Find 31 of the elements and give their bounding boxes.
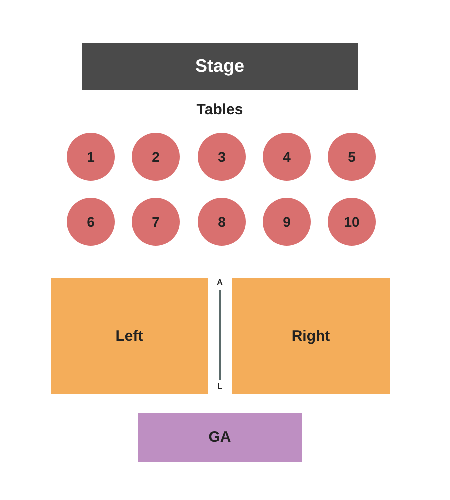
row-label: L	[218, 383, 222, 391]
section-label: 9	[283, 214, 291, 230]
table-circle	[198, 198, 246, 246]
row-label: A	[217, 279, 223, 287]
seating-section	[51, 278, 208, 394]
table-circle	[67, 133, 115, 181]
section-label: 2	[152, 149, 160, 165]
table-circle	[328, 198, 376, 246]
seating-section	[232, 278, 390, 394]
section-label: Left	[116, 328, 144, 344]
table-circle	[132, 133, 180, 181]
table-circle	[67, 198, 115, 246]
section-label: 6	[87, 214, 95, 230]
section-label: 4	[283, 149, 291, 165]
table-circle	[263, 133, 311, 181]
section-label: Stage	[195, 56, 245, 77]
section-label: Right	[292, 328, 330, 344]
table-circle	[198, 133, 246, 181]
section-label: 1	[87, 149, 95, 165]
heading-label: Tables	[196, 102, 244, 118]
section-label: 3	[218, 149, 226, 165]
section-label: 5	[348, 149, 356, 165]
stage-block	[82, 43, 358, 90]
table-circle	[132, 198, 180, 246]
table-circle	[263, 198, 311, 246]
section-label: 8	[218, 214, 226, 230]
section-label: 7	[152, 214, 160, 230]
general-admission-section	[138, 413, 302, 462]
table-circle	[328, 133, 376, 181]
section-label: GA	[208, 429, 232, 446]
section-label: 10	[344, 214, 360, 230]
